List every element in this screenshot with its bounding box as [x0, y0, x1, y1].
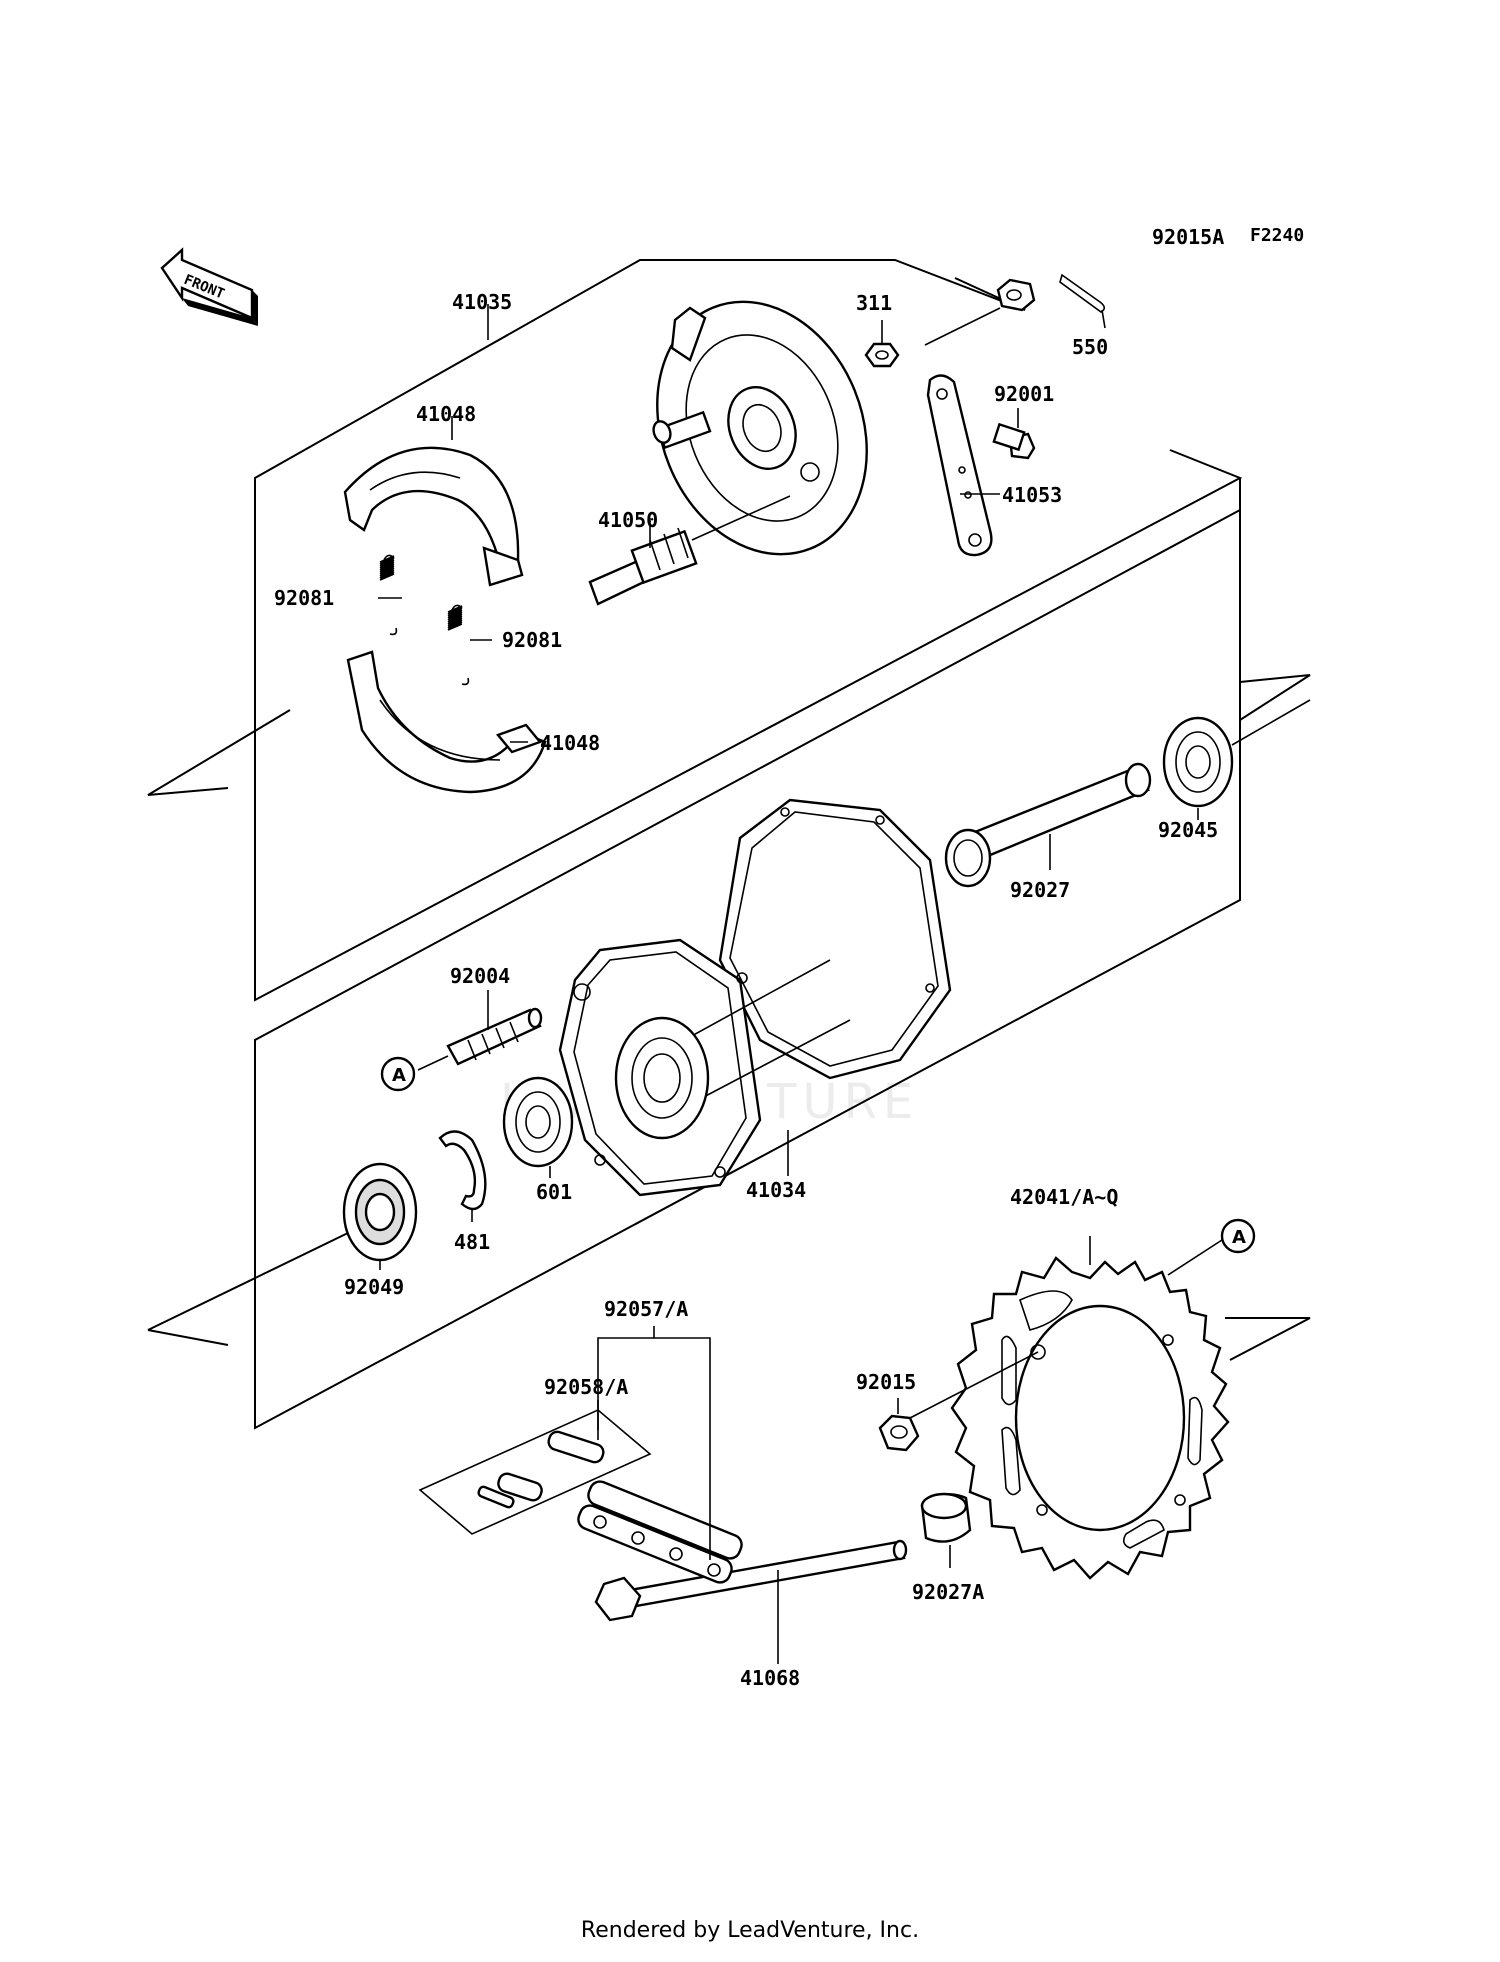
wheel-hub-41034	[558, 798, 952, 1197]
master-link-92058	[418, 1400, 652, 1535]
svg-text:A: A	[1232, 1227, 1246, 1248]
label-41035: 41035	[452, 290, 512, 314]
label-41068: 41068	[740, 1666, 800, 1690]
bearing-92045	[1162, 699, 1311, 820]
label-92001: 92001	[994, 382, 1054, 406]
section-break-lines	[147, 674, 1311, 1361]
collar-92027A	[920, 1492, 972, 1568]
ref-marker-a-right: A	[1167, 1218, 1256, 1276]
nut-311	[864, 320, 900, 368]
label-601: 601	[536, 1180, 572, 1204]
label-92045: 92045	[1158, 818, 1218, 842]
label-92004: 92004	[450, 964, 510, 988]
circlip-481	[438, 1130, 487, 1222]
chain-92057	[577, 1326, 743, 1584]
collar-92027	[944, 762, 1152, 888]
label-41034: 41034	[746, 1178, 806, 1202]
label-41048-bottom: 41048	[540, 731, 600, 755]
spring-92081-right	[447, 604, 470, 686]
label-92057: 92057/A	[604, 1297, 688, 1321]
label-92081-right: 92081	[502, 628, 562, 652]
label-550: 550	[1072, 335, 1108, 359]
cotter-pin-550	[1059, 273, 1106, 329]
label-42041: 42041/A~Q	[1010, 1185, 1118, 1209]
label-41050: 41050	[598, 508, 658, 532]
label-41048-top: 41048	[416, 402, 476, 426]
label-41053: 41053	[1002, 483, 1062, 507]
nut-92015	[878, 1351, 1039, 1452]
spring-92081-left	[379, 554, 398, 636]
label-92049: 92049	[344, 1275, 404, 1299]
stud-92004	[417, 990, 543, 1071]
sprocket-42041	[950, 1236, 1230, 1580]
bolt-92001	[992, 408, 1036, 460]
label-481: 481	[454, 1230, 490, 1254]
axle-41068	[594, 1539, 908, 1664]
brake-shoe-41048-top	[343, 446, 524, 587]
brake-shoe-41048-bottom	[346, 650, 547, 794]
svg-text:A: A	[392, 1065, 406, 1086]
render-credit: Rendered by LeadVenture, Inc.	[580, 1918, 920, 1943]
label-311: 311	[856, 291, 892, 315]
oil-seal-92049	[342, 1162, 418, 1270]
brake-panel	[652, 300, 868, 556]
label-92027: 92027	[1010, 878, 1070, 902]
nut-92015A	[924, 278, 1036, 346]
leader-lines	[378, 304, 1000, 1176]
hub-assembly-outline	[254, 478, 1241, 1430]
diagram-code: F2240	[1250, 225, 1304, 246]
label-92015: 92015	[856, 1370, 916, 1394]
front-arrow-icon: FRONT	[160, 247, 258, 326]
label-92027A: 92027A	[912, 1580, 984, 1604]
brake-lever-41053	[926, 374, 993, 557]
brake-cam-41050	[588, 495, 791, 606]
ref-marker-a-left: A	[380, 1056, 416, 1092]
label-92015A: 92015A	[1152, 225, 1224, 249]
label-92058: 92058/A	[544, 1375, 628, 1399]
label-92081-left: 92081	[274, 586, 334, 610]
bearing-601	[502, 1076, 574, 1178]
